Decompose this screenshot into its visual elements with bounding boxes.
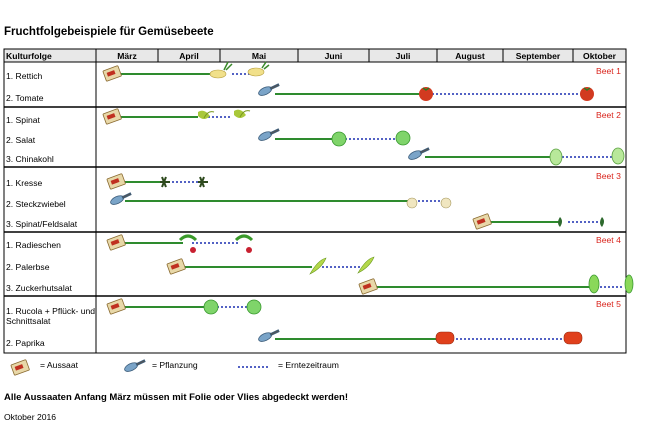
header-month: Juli	[395, 51, 411, 61]
legend-planting: = Pflanzung	[152, 360, 198, 370]
crop-row-label: 2. Steckzwiebel	[6, 199, 66, 209]
bed-label: Beet 1	[596, 66, 621, 76]
warning-note: Alle Aussaaten Anfang März müssen mit Fo…	[4, 392, 349, 403]
bed-label: Beet 5	[596, 299, 621, 309]
date-text: Oktober 2016	[4, 412, 57, 422]
crop-icons	[160, 61, 634, 345]
header-month: März	[117, 51, 137, 61]
crop-row-label: 1. Rettich	[6, 71, 43, 81]
bed-label: Beet 2	[596, 110, 621, 120]
bed-label: Beet 4	[596, 235, 621, 245]
crop-row-label: 1. Kresse	[6, 178, 43, 188]
legend-sowing: = Aussaat	[40, 360, 78, 370]
crop-row-label: 2. Tomate	[6, 93, 44, 103]
header-month: Oktober	[583, 51, 616, 61]
crop-row-label: 1. Spinat	[6, 115, 40, 125]
crop-row-label: 2. Palerbse	[6, 262, 50, 272]
bed-label: Beet 3	[596, 171, 621, 181]
crop-row-label: 3. Chinakohl	[6, 154, 54, 164]
header-month: April	[179, 51, 199, 61]
crop-row-label: 3. Zuckerhutsalat	[6, 283, 72, 293]
crop-row-label: 2. Salat	[6, 135, 36, 145]
header-month: Mai	[251, 51, 267, 61]
planting-icons	[110, 83, 430, 372]
page-title: Fruchtfolgebeispiele für Gemüsebeete	[4, 26, 214, 38]
header-month: August	[455, 51, 485, 61]
crop-row-label: 2. Paprika	[6, 338, 45, 348]
header-month: Juni	[324, 51, 343, 61]
crop-row-label: 1. Radieschen	[6, 240, 61, 250]
sowing-icons	[10, 65, 492, 376]
crop-row-label: 1. Rucola + Pflück- und Schnittsalat	[6, 306, 96, 326]
legend-harvest: = Erntezeitraum	[278, 360, 339, 370]
crop-row-label: 3. Spinat/Feldsalat	[6, 219, 78, 229]
header-month: September	[515, 51, 561, 61]
header-kulturfolge: Kulturfolge	[6, 51, 52, 61]
